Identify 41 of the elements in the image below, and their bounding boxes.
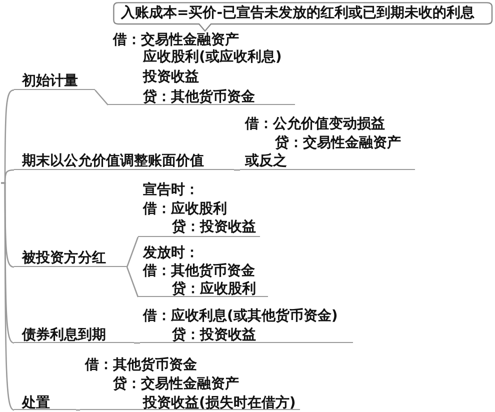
entry-line: 贷：投资收益 — [172, 326, 256, 344]
entry-line: 借：公允价值变动损益 — [245, 115, 385, 133]
entry-line: 应收股利(或应收利息) — [143, 48, 282, 66]
entry-line: 投资收益(损失时在借方) — [143, 394, 296, 412]
topic-label — [14, 324, 134, 343]
entry-line: 或反之 — [245, 152, 287, 170]
branch-line — [126, 266, 139, 298]
topic-text: 处置 — [22, 394, 50, 412]
entry-line: 贷：交易性金融资产 — [113, 375, 239, 393]
branch-line — [234, 169, 240, 171]
callout-text: 入账成本=买价-已宣告未发放的红利或已到期未收的利息 — [121, 4, 475, 22]
entry-line: 贷：其他货币资金 — [143, 88, 255, 106]
entry-line: 投资收益 — [143, 68, 199, 86]
entry-line: 借：应收利息(或其他货币资金) — [143, 307, 338, 325]
entry-line: 借：交易性金融资产 — [113, 31, 239, 48]
topic-label — [14, 392, 76, 410]
topic-text: 债券利息到期 — [22, 326, 106, 344]
topic-text: 初始计量 — [22, 72, 78, 90]
entry-line: 宣告时： — [143, 181, 199, 199]
entry-line: 借：应收股利 — [143, 200, 227, 218]
entry-line: 贷：应收股利 — [172, 280, 256, 298]
branch-line — [126, 236, 139, 268]
journal-entry — [138, 243, 268, 297]
branch-line — [94, 90, 108, 106]
entry-line: 贷：交易性金融资产 — [275, 134, 401, 152]
topic-text: 期末以公允价值调整账面价值 — [22, 152, 204, 170]
journal-entry — [140, 305, 353, 343]
entry-line: 发放时： — [143, 244, 199, 262]
topic-text: 被投资方分红 — [22, 249, 106, 267]
branch-line — [134, 342, 140, 344]
branch-line — [1, 182, 14, 411]
topic-label — [14, 150, 234, 170]
entry-line: 借：其他货币资金 — [85, 356, 197, 374]
topic-label — [14, 72, 95, 90]
entry-line: 借：其他货币资金 — [143, 262, 255, 280]
entry-line: 贷：投资收益 — [172, 218, 256, 236]
callout-box — [113, 2, 493, 32]
journal-entry — [80, 354, 300, 410]
journal-entry — [108, 30, 295, 105]
branch-line — [76, 409, 80, 411]
journal-entry — [138, 180, 260, 237]
